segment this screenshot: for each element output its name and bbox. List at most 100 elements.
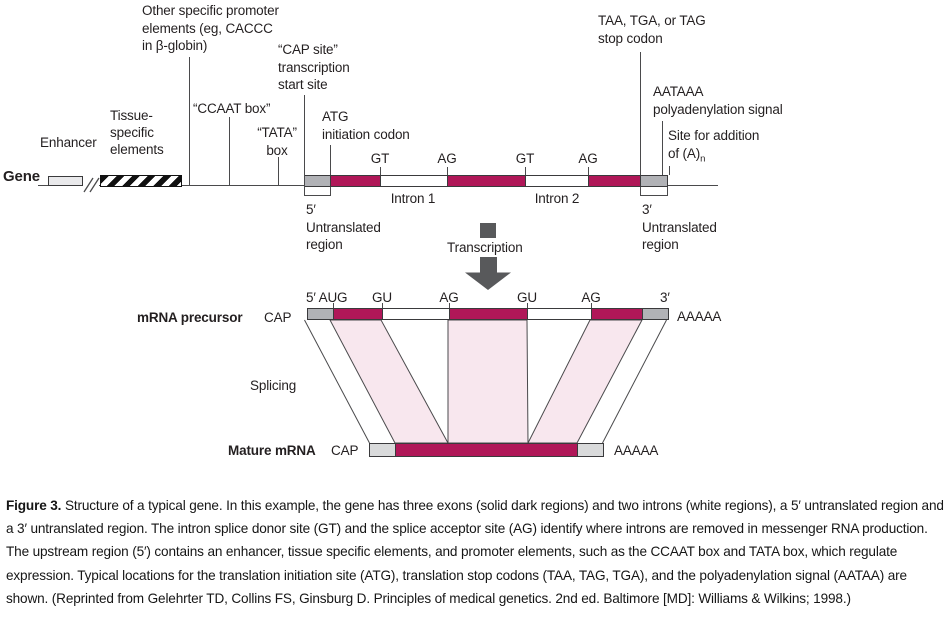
label-line: TAA, TGA, or TAG	[598, 13, 706, 28]
label-other-promoter: Other specific promoter elements (eg, CA…	[142, 2, 279, 55]
gt2-label: GT	[515, 151, 535, 166]
label-line: of (A)n	[668, 145, 759, 168]
pointer-polya-signal	[662, 121, 664, 175]
label-line: Untranslated	[642, 219, 717, 235]
pointer-ccaat	[229, 117, 231, 185]
line-break-gap	[83, 180, 99, 190]
pointer-stop-codon	[640, 52, 642, 175]
label-line: transcription	[278, 59, 350, 75]
tissue-specific-box	[100, 175, 182, 187]
mature-polya-label: AAAAA	[614, 443, 659, 458]
splicing-label: Splicing	[250, 378, 297, 393]
pointer-polya-site	[669, 166, 671, 175]
precursor-exon3	[591, 308, 643, 320]
gt1-label: GT	[370, 151, 390, 166]
gene-utr5-box	[304, 175, 331, 187]
mature-cap-label: CAP	[331, 443, 359, 458]
precursor-tick	[333, 303, 335, 308]
pointer-cap-site	[304, 95, 306, 192]
label-tata-box: “TATA” box	[249, 124, 305, 159]
label-line: region	[642, 237, 679, 252]
figure-caption-number: Figure 3.	[6, 497, 62, 513]
gene-intron1	[380, 175, 448, 187]
gene-exon1	[330, 175, 381, 187]
label-gene: Gene	[3, 168, 40, 185]
figure-caption: Figure 3. Structure of a typical gene. I…	[6, 494, 947, 611]
label-polya-site: Site for addition of (A)n	[668, 127, 759, 168]
precursor-intron2	[527, 308, 592, 320]
label-line: elements (eg, CACCC	[142, 20, 273, 36]
label-tissue-specific: Tissue- specific elements	[110, 108, 164, 158]
label-line: polyadenylation signal	[653, 101, 783, 117]
splicing-exon1-band	[329, 319, 449, 444]
label-line: start site	[278, 77, 328, 92]
label-line: “TATA”	[257, 125, 297, 140]
gene-intron2	[525, 175, 589, 187]
label-line: “CAP site”	[278, 42, 338, 57]
precursor-tail-box	[642, 308, 669, 320]
splicing-exon3-band	[527, 319, 643, 444]
ag2-tick	[588, 167, 590, 175]
enhancer-box	[48, 176, 83, 186]
label-line: box	[266, 142, 288, 158]
label-line: Other specific promoter	[142, 3, 279, 18]
precursor-site-label-gu2: GU	[517, 290, 537, 305]
ag2-label: AG	[578, 151, 598, 166]
intron2-label: Intron 2	[534, 191, 580, 206]
utr5-label: 5′ Untranslated region	[306, 201, 381, 254]
transcription-arrow-top-square	[480, 223, 496, 238]
precursor-tick	[527, 303, 529, 308]
precursor-tick	[382, 303, 384, 308]
label-line: Tissue-	[110, 108, 153, 123]
precursor-exon2	[449, 308, 528, 320]
polya-site-main: of (A)	[668, 145, 701, 161]
label-line: elements	[110, 141, 164, 157]
precursor-cap-label: CAP	[264, 310, 292, 325]
pointer-other-promoter	[189, 57, 191, 185]
pointer-atg	[330, 145, 332, 175]
utr3-label: 3′ Untranslated region	[642, 201, 717, 254]
label-line: in β-globin)	[142, 38, 208, 53]
precursor-site-label-ag1: AG	[439, 290, 459, 305]
label-ccaat-box: “CCAAT box”	[193, 101, 271, 116]
splicing-exon2-band	[447, 319, 529, 444]
precursor-polya-label: AAAAA	[677, 309, 722, 324]
precursor-site-label-3prime: 3′	[660, 290, 670, 305]
label-line: 5′	[306, 202, 316, 217]
polya-site-subscript: n	[700, 153, 706, 165]
label-enhancer: Enhancer	[40, 135, 97, 150]
label-line: ATG	[322, 109, 349, 124]
mature-tail-box	[577, 443, 604, 457]
label-line: stop codon	[598, 31, 663, 46]
label-line: AATAAA	[653, 84, 704, 99]
transcription-arrow-shaft	[480, 257, 497, 273]
gt1-tick	[380, 167, 382, 175]
mature-cap-box	[369, 443, 396, 457]
line-break-slash	[89, 177, 100, 193]
transcription-label: Transcription	[447, 240, 523, 255]
precursor-cap-box	[307, 308, 334, 320]
label-cap-site: “CAP site” transcription start site	[278, 41, 350, 94]
precursor-tick	[591, 303, 593, 308]
splicing-outer-right-edge	[602, 319, 667, 444]
mature-exon-block	[395, 443, 578, 457]
utr5-bracket	[304, 186, 331, 196]
diagram-shapes-layer	[83, 177, 667, 444]
label-line: Site for addition	[668, 128, 760, 143]
gene-utr3-box	[640, 175, 668, 187]
transcription-arrowhead	[465, 272, 511, 290]
mature-title: Mature mRNA	[228, 443, 316, 458]
line-break-slash	[83, 177, 94, 193]
label-atg-codon: ATG initiation codon	[322, 108, 410, 143]
label-stop-codon: TAA, TGA, or TAG stop codon	[598, 12, 706, 48]
precursor-site-label-5aug: 5′ AUG	[306, 290, 348, 305]
label-line: initiation codon	[322, 126, 410, 142]
splicing-outer-left-edge	[304, 319, 370, 444]
gene-exon2	[447, 175, 526, 187]
precursor-tick	[449, 303, 451, 308]
gt2-tick	[525, 167, 527, 175]
label-line: specific	[110, 124, 154, 140]
label-line: region	[306, 237, 343, 252]
ag1-tick	[447, 167, 449, 175]
